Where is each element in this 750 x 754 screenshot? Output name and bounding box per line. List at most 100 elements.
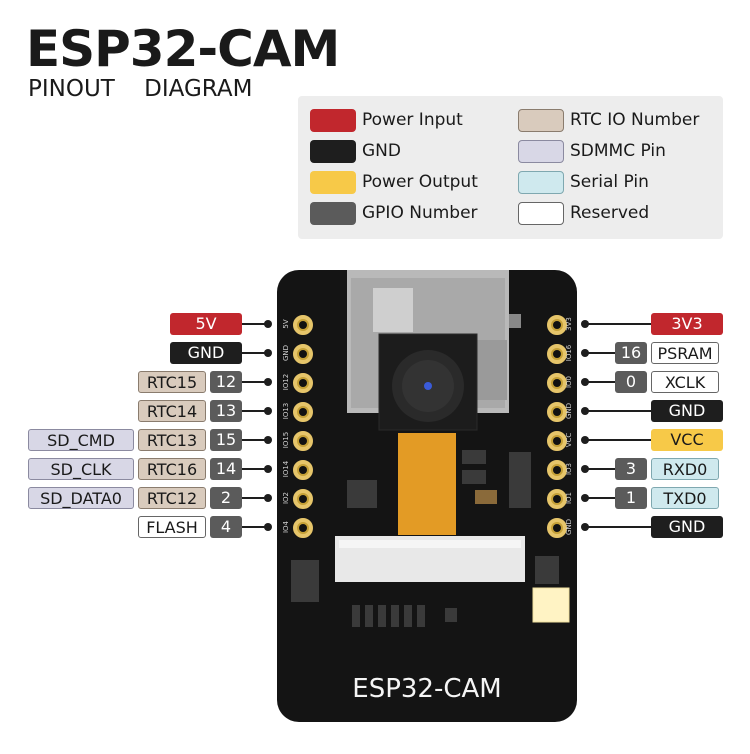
silk-label: GND (565, 402, 573, 420)
left-pin-dot (264, 436, 272, 444)
fpc-connector (335, 536, 525, 582)
left-pin-label-reserved: FLASH (138, 516, 206, 538)
left-pin-label-gnd: GND (170, 342, 242, 364)
right-pin-dot (581, 349, 589, 357)
legend-item-gpio-number: GPIO Number (310, 201, 478, 225)
legend: Power Input GND Power Output GPIO Number… (298, 96, 723, 239)
pin-hole (293, 460, 313, 480)
legend-item-power-output: Power Output (310, 170, 478, 194)
left-pin-leader-line (242, 381, 268, 383)
left-pin-label-rtc: RTC15 (138, 371, 206, 393)
left-pin-label-rtc: RTC14 (138, 400, 206, 422)
left-pin-label-gpio: 15 (210, 429, 242, 451)
left-pin-dot (264, 494, 272, 502)
left-pin-label-gpio: 4 (210, 516, 242, 538)
left-pin-label-sdmmc: SD_CLK (28, 458, 134, 480)
pin-hole (293, 344, 313, 364)
legend-item-reserved: Reserved (518, 201, 649, 225)
left-pin-label-rtc: RTC13 (138, 429, 206, 451)
pin-hole (547, 489, 567, 509)
legend-label: SDMMC Pin (570, 141, 666, 161)
right-pin-label-pout: VCC (651, 429, 723, 451)
silk-label: IO0 (565, 375, 573, 389)
board-label: ESP32-CAM (352, 674, 502, 704)
silk-label: GND (565, 518, 573, 536)
legend-item-power-input: Power Input (310, 108, 463, 132)
right-pin-leader-line (585, 439, 651, 441)
legend-swatch (310, 201, 356, 225)
right-pin-leader-line (585, 323, 651, 325)
legend-item-sdmmc-pin: SDMMC Pin (518, 139, 666, 163)
right-pin-label-gpio: 1 (615, 487, 647, 509)
left-pin-leader-line (242, 439, 268, 441)
camera-ribbon (398, 433, 456, 535)
smd-components (291, 450, 559, 627)
left-pin-label-gpio: 2 (210, 487, 242, 509)
left-pin-leader-line (242, 410, 268, 412)
pin-hole (547, 460, 567, 480)
legend-label: GPIO Number (362, 203, 478, 223)
right-pin-label-reserved: PSRAM (651, 342, 719, 364)
right-pin-leader-line (585, 468, 615, 470)
legend-label: Reserved (570, 203, 650, 223)
pin-hole (547, 315, 567, 335)
legend-swatch (518, 201, 564, 225)
silk-label: IO14 (282, 460, 290, 478)
pin-hole (547, 373, 567, 393)
right-pin-leader-line (585, 381, 615, 383)
pin-hole (547, 431, 567, 451)
left-pin-leader-line (242, 352, 268, 354)
right-pin-label-serial: TXD0 (651, 487, 719, 509)
legend-item-serial-pin: Serial Pin (518, 170, 649, 194)
legend-swatch (310, 170, 356, 194)
right-pin-leader-line (585, 352, 615, 354)
silk-label: IO3 (565, 462, 573, 476)
legend-item-rtc-io-number: RTC IO Number (518, 108, 699, 132)
right-pin-label-serial: RXD0 (651, 458, 719, 480)
left-pin-dot (264, 523, 272, 531)
legend-label: RTC IO Number (570, 110, 700, 130)
legend-label: Serial Pin (570, 172, 649, 192)
right-pin-label-gnd: GND (651, 400, 723, 422)
left-pin-leader-line (242, 526, 268, 528)
camera-module (378, 333, 478, 431)
silk-label: IO12 (282, 373, 290, 391)
left-pin-leader-line (242, 468, 268, 470)
left-pin-label-gpio: 12 (210, 371, 242, 393)
right-pin-leader-line (585, 526, 651, 528)
esp32-cam-board: 5V GND IO12 IO13 IO15 IO14 IO2 IO4 3V3 I… (277, 270, 577, 722)
right-pin-leader-line (585, 410, 651, 412)
right-pin-label-reserved: XCLK (651, 371, 719, 393)
legend-swatch (310, 139, 356, 163)
legend-swatch (518, 108, 564, 132)
legend-swatch (518, 170, 564, 194)
left-pin-label-sdmmc: SD_CMD (28, 429, 134, 451)
right-pin-label-gpio: 0 (615, 371, 647, 393)
flash-led (532, 587, 570, 623)
silk-label: GND (282, 344, 290, 362)
legend-swatch (310, 108, 356, 132)
pin-hole (547, 402, 567, 422)
pin-hole (293, 315, 313, 335)
left-pin-dot (264, 320, 272, 328)
pin-hole (293, 518, 313, 538)
silk-label: 3V3 (565, 317, 573, 331)
left-pin-label-rtc: RTC12 (138, 487, 206, 509)
silk-label: 5V (282, 319, 290, 329)
legend-swatch (518, 139, 564, 163)
right-pin-leader-line (585, 497, 615, 499)
left-pin-dot (264, 407, 272, 415)
right-pin-dot (581, 436, 589, 444)
silk-label: VCC (565, 432, 573, 448)
right-pin-dot (581, 407, 589, 415)
silk-label: IO13 (282, 402, 290, 420)
left-pin-leader-line (242, 497, 268, 499)
legend-label: Power Output (362, 172, 478, 192)
legend-label: Power Input (362, 110, 463, 130)
right-pin-label-gnd: GND (651, 516, 723, 538)
right-pin-label-gpio: 3 (615, 458, 647, 480)
right-pin-label-power: 3V3 (651, 313, 723, 335)
pin-hole (293, 431, 313, 451)
right-pin-dot (581, 320, 589, 328)
left-pin-label-gpio: 13 (210, 400, 242, 422)
